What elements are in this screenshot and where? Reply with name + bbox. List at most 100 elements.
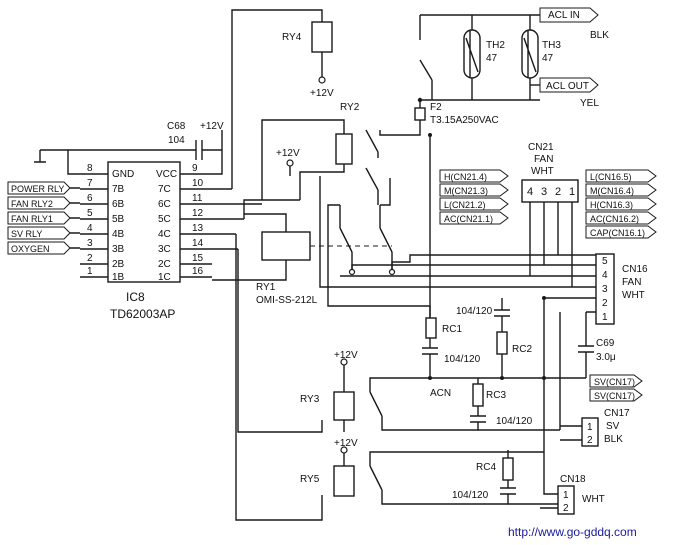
pin-number-12: 12 (192, 208, 204, 219)
rc3-ref: RC3 (486, 390, 506, 401)
acn-label: ACN (430, 388, 451, 399)
ry5-supply: +12V (334, 438, 358, 449)
c69-ref: C69 (596, 338, 615, 349)
cn16-pin-2: 2 (602, 298, 608, 309)
ry3-supply: +12V (334, 350, 358, 361)
rc4-value: 104/120 (452, 490, 489, 501)
power-rly-label: POWER RLY (11, 184, 64, 194)
th2-value: 47 (486, 53, 498, 64)
cn21-pin-1: 1 (569, 186, 575, 198)
ic8-pin-7c: 7C (158, 184, 171, 195)
pin-number-13: 13 (192, 223, 204, 234)
cn18-pin-2: 2 (563, 503, 569, 514)
capacitor-c69: C69 3.0μ (578, 338, 616, 378)
cn17-color: BLK (604, 434, 623, 445)
cn21-body (521, 179, 579, 203)
ic8-pin-5c: 5C (158, 214, 171, 225)
relay-ry1: RY1 OMI-SS-212L (212, 205, 396, 306)
pin-number-2: 2 (87, 253, 93, 264)
cn16-title: CN16 (622, 264, 648, 275)
cn18-color: WHT (582, 494, 605, 505)
control-wiring (231, 9, 323, 521)
cn16-color: WHT (622, 290, 645, 301)
rc2-resistor (496, 331, 508, 355)
cn16-pin-5: 5 (602, 256, 608, 267)
cn18-body (557, 485, 575, 515)
cn16-pin-3: 3 (602, 284, 608, 295)
ic8-pin-1b: 1B (112, 272, 125, 283)
ry4-coil (311, 21, 333, 53)
ry2-coil (335, 133, 353, 165)
pin-number-1: 1 (87, 266, 93, 277)
ic8-vcc-label: VCC (156, 169, 177, 180)
cn21-flag-ac: AC(CN21.1) (444, 214, 493, 224)
pin-number-16: 16 (192, 266, 204, 277)
fuse-rating: T3.15A250VAC (430, 115, 499, 126)
cn21-flag-m: M(CN21.3) (444, 186, 488, 196)
sv-rly-flag (7, 226, 71, 240)
pin-number-15: 15 (192, 253, 204, 264)
sv-rly-label: SV RLY (11, 229, 42, 239)
fuse-f2 (414, 107, 426, 121)
ic8-pin-7b: 7B (112, 184, 125, 195)
cn16-pin-1: 1 (602, 312, 608, 323)
ry3-ref: RY3 (300, 394, 320, 405)
c68-value: 104 (168, 135, 185, 146)
rc1-resistor (425, 317, 437, 339)
ic8-pin-1c: 1C (158, 272, 171, 283)
rc3-value: 104/120 (496, 416, 533, 427)
rc2-ref: RC2 (512, 344, 532, 355)
cn16-flag-m: M(CN16.4) (590, 186, 634, 196)
cn17-title: CN17 (604, 408, 630, 419)
cn17-pin-2: 2 (587, 435, 593, 446)
relay-ry4: RY4 +12V (282, 21, 334, 99)
acl-out-color: YEL (580, 98, 599, 109)
cn16-flag-h: H(CN16.3) (590, 200, 633, 210)
cn21-pin-4: 4 (527, 186, 533, 198)
connector-cn17: 1 2 CN17 SV BLK (560, 408, 630, 447)
cn17-body (581, 417, 599, 447)
ry2-ref: RY2 (340, 102, 360, 113)
pin-number-11: 11 (192, 193, 203, 204)
capacitor-c68: C68 104 +12V (167, 121, 224, 175)
cn16-flag-l: L(CN16.5) (590, 172, 632, 182)
cn18-pin-1: 1 (563, 490, 569, 501)
sv-flags: SV(CN17) SV(CN17) (589, 374, 643, 402)
cn16-subtitle: FAN (622, 277, 641, 288)
acl-out-label: ACL OUT (546, 81, 589, 92)
pin-number-3: 3 (87, 238, 93, 249)
connector-cn21: CN21 FAN WHT 4 3 2 1 (521, 142, 579, 287)
th3-ref: TH3 (542, 40, 561, 51)
rc1-ref: RC1 (442, 324, 462, 335)
watermark-url[interactable]: http://www.go-gddq.com (508, 525, 637, 539)
c69-value: 3.0μ (596, 352, 616, 363)
oxygen-label: OXYGEN (11, 244, 50, 254)
ic8-pin-2c: 2C (158, 259, 171, 270)
th2-ref: TH2 (486, 40, 505, 51)
rc4-ref: RC4 (476, 462, 496, 473)
fuse-ref: F2 (430, 102, 442, 113)
ic8: GND VCC 7B 6B 5B 4B 3B 2B 1B 7C 6C 5C 4C… (107, 161, 181, 321)
cn21-flag-l: L(CN21.2) (444, 200, 486, 210)
cn21-color: WHT (531, 166, 554, 177)
cn21-flags: H(CN21.4) M(CN21.3) L(CN21.2) AC(CN21.1) (439, 169, 509, 225)
cn16-pin-4: 4 (602, 270, 608, 281)
ic8-pin-3b: 3B (112, 244, 125, 255)
cn21-pin-2: 2 (555, 186, 561, 198)
ry4-supply: +12V (310, 88, 334, 99)
pin-number-14: 14 (192, 238, 204, 249)
cn16-flag-cap: CAP(CN16.1) (590, 228, 645, 238)
pin-number-8: 8 (87, 163, 93, 174)
sv-flag-2: SV(CN17) (594, 391, 635, 401)
rc4-resistor (502, 457, 514, 481)
ry5-coil (333, 465, 355, 497)
rc1-value: 104/120 (444, 354, 481, 365)
fan-rly1-label: FAN RLY1 (11, 214, 53, 224)
relay-ry3: +12V RY3 (300, 350, 478, 432)
acl-in-color: BLK (590, 30, 609, 41)
cn17-pin-1: 1 (587, 422, 593, 433)
oxygen-flag (7, 241, 71, 255)
pin-number-6: 6 (87, 193, 93, 204)
ic8-pin-3c: 3C (158, 244, 171, 255)
fan-rly2-flag (7, 196, 71, 210)
